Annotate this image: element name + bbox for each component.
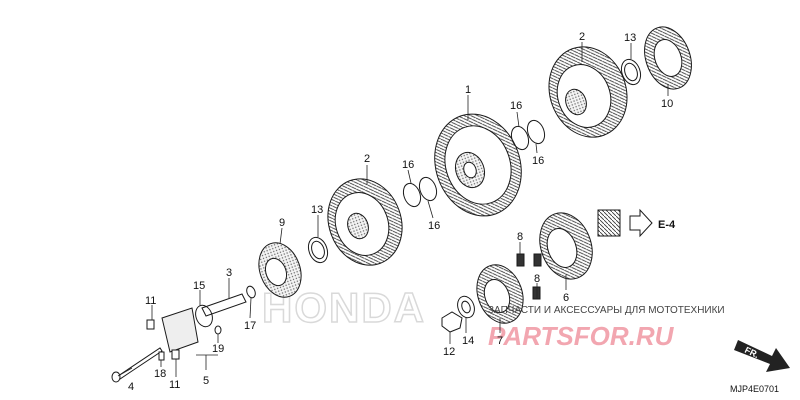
callout-8-upper: 8 [517,231,523,243]
watermark-caption: ЗАПЧАСТИ И АКСЕССУАРЫ ДЛЯ МОТОТЕХНИКИ [488,305,725,316]
part-3-shaft [201,293,247,317]
part-1-primary-gear [434,113,522,217]
callout-16-c: 16 [402,159,414,171]
direction-arrow-icon [734,340,790,372]
callout-19: 19 [212,343,224,355]
part-11-bolts [146,319,180,360]
callout-5: 5 [203,375,209,387]
callout-7: 7 [497,335,503,347]
part-14-washer [457,295,475,319]
front-direction-indicator: FR. [734,340,790,372]
leader-lines [117,42,669,377]
callout-17: 17 [244,320,256,332]
part-9-gear [258,242,302,298]
callout-2-middle: 2 [364,153,370,165]
callout-15: 15 [193,280,205,292]
part-10-gear [644,26,692,90]
callout-10: 10 [661,98,673,110]
part-13-washer-upper [620,58,642,86]
part-2-clutch-drum-upper [548,46,628,138]
callout-14: 14 [462,335,474,347]
watermark-brand: PARTSFOR.RU [488,321,675,351]
callout-18: 18 [154,368,166,380]
callout-16-a: 16 [510,100,522,112]
part-16-orings-upper [510,119,546,151]
reference-label: E-4 [658,219,676,231]
part-7-sprocket [476,264,524,324]
callout-13-lower: 13 [311,204,323,216]
part-17-washer [246,285,256,299]
reference-arrow-icon [629,208,653,238]
callout-13-upper: 13 [624,32,636,44]
part-6-gear [539,212,593,280]
callouts: 1 2 2 3 4 5 6 7 8 8 9 10 11 11 12 13 13 … [128,31,673,393]
part-18-bolt [158,351,165,361]
callout-11-upper: 11 [145,295,156,307]
callout-3: 3 [226,267,232,279]
part-4-bolt [111,347,163,383]
e4-reference: E-4 [597,208,676,238]
part-16-orings-middle [402,176,438,208]
callout-12: 12 [443,346,455,358]
callout-8-lower: 8 [534,273,540,285]
part-2-clutch-drum-middle [327,178,403,266]
part-12-nut [441,311,463,333]
callout-2-upper: 2 [579,31,585,43]
figure-code: MJP4E0701 [730,384,779,394]
part-8-springs [516,253,542,300]
part-13-washer-lower [307,236,329,264]
callout-11-lower: 11 [169,379,180,391]
callout-1: 1 [465,84,471,96]
callout-4: 4 [128,381,134,393]
callout-9: 9 [279,217,285,229]
callout-16-d: 16 [428,220,440,232]
callout-16-b: 16 [532,155,544,167]
callout-6: 6 [563,292,569,304]
